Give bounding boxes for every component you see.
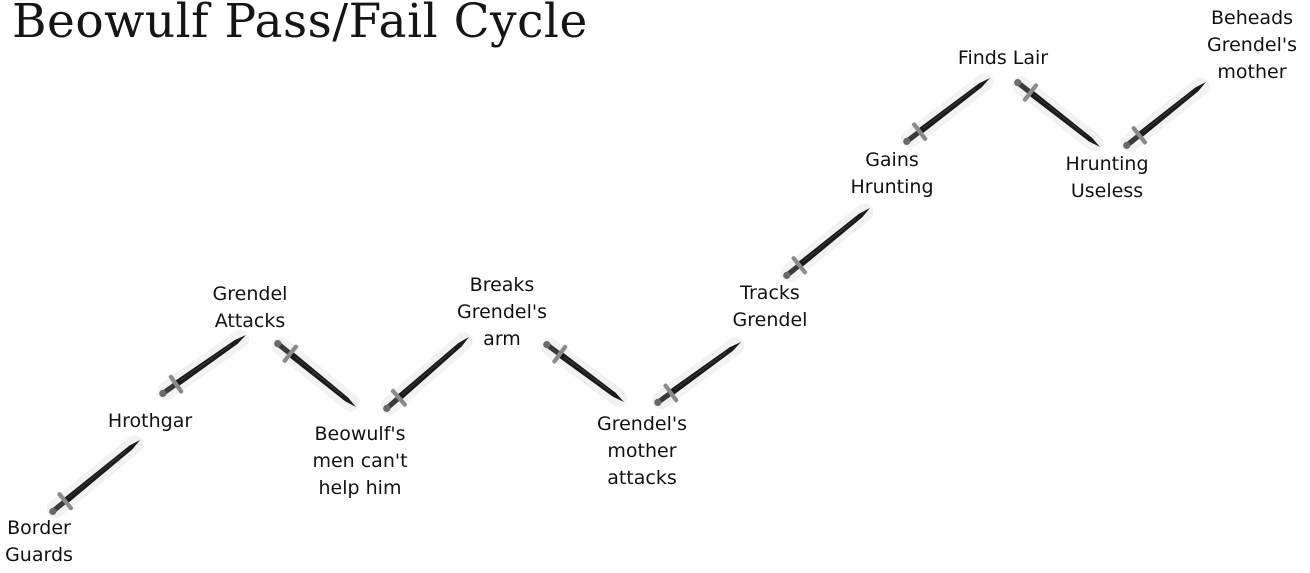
sword-icon-fail-5 [541,337,628,407]
step-label-grendel-attacks: Grendel Attacks [212,283,288,332]
step-label-beheads-mother: Beheads Grendel's mother [1207,7,1297,83]
sword-icon-pass-8 [900,73,994,148]
step-label-border-guards: Border Guards [5,517,73,566]
sword-icon-pass-4 [380,332,473,415]
sword-icon-pass-7 [780,203,874,282]
sword-icon-pass-1 [46,435,144,518]
step-label-finds-lair: Finds Lair [957,47,1049,69]
sword-icon-fail-3 [271,337,360,412]
sword-icon-pass-6 [652,337,745,410]
step-label-beowulfs-men: Beowulf's men can't help him [312,423,408,499]
step-label-breaks-arm: Breaks Grendel's arm [457,274,547,350]
sword-icon-pass-2 [157,330,250,401]
step-label-hrothgar: Hrothgar [107,410,193,432]
page-title: Beowulf Pass/Fail Cycle [12,0,588,49]
sword-icon-pass-10 [1120,77,1210,152]
step-label-tracks-grendel: Tracks Grendel [732,282,808,331]
step-label-mothers-attack: Grendel's mother attacks [597,413,687,489]
step-label-hrunting-useless: Hrunting Useless [1065,153,1149,202]
step-label-gains-hrunting: Gains Hrunting [850,149,934,198]
sword-icon-fail-9 [1011,76,1104,152]
